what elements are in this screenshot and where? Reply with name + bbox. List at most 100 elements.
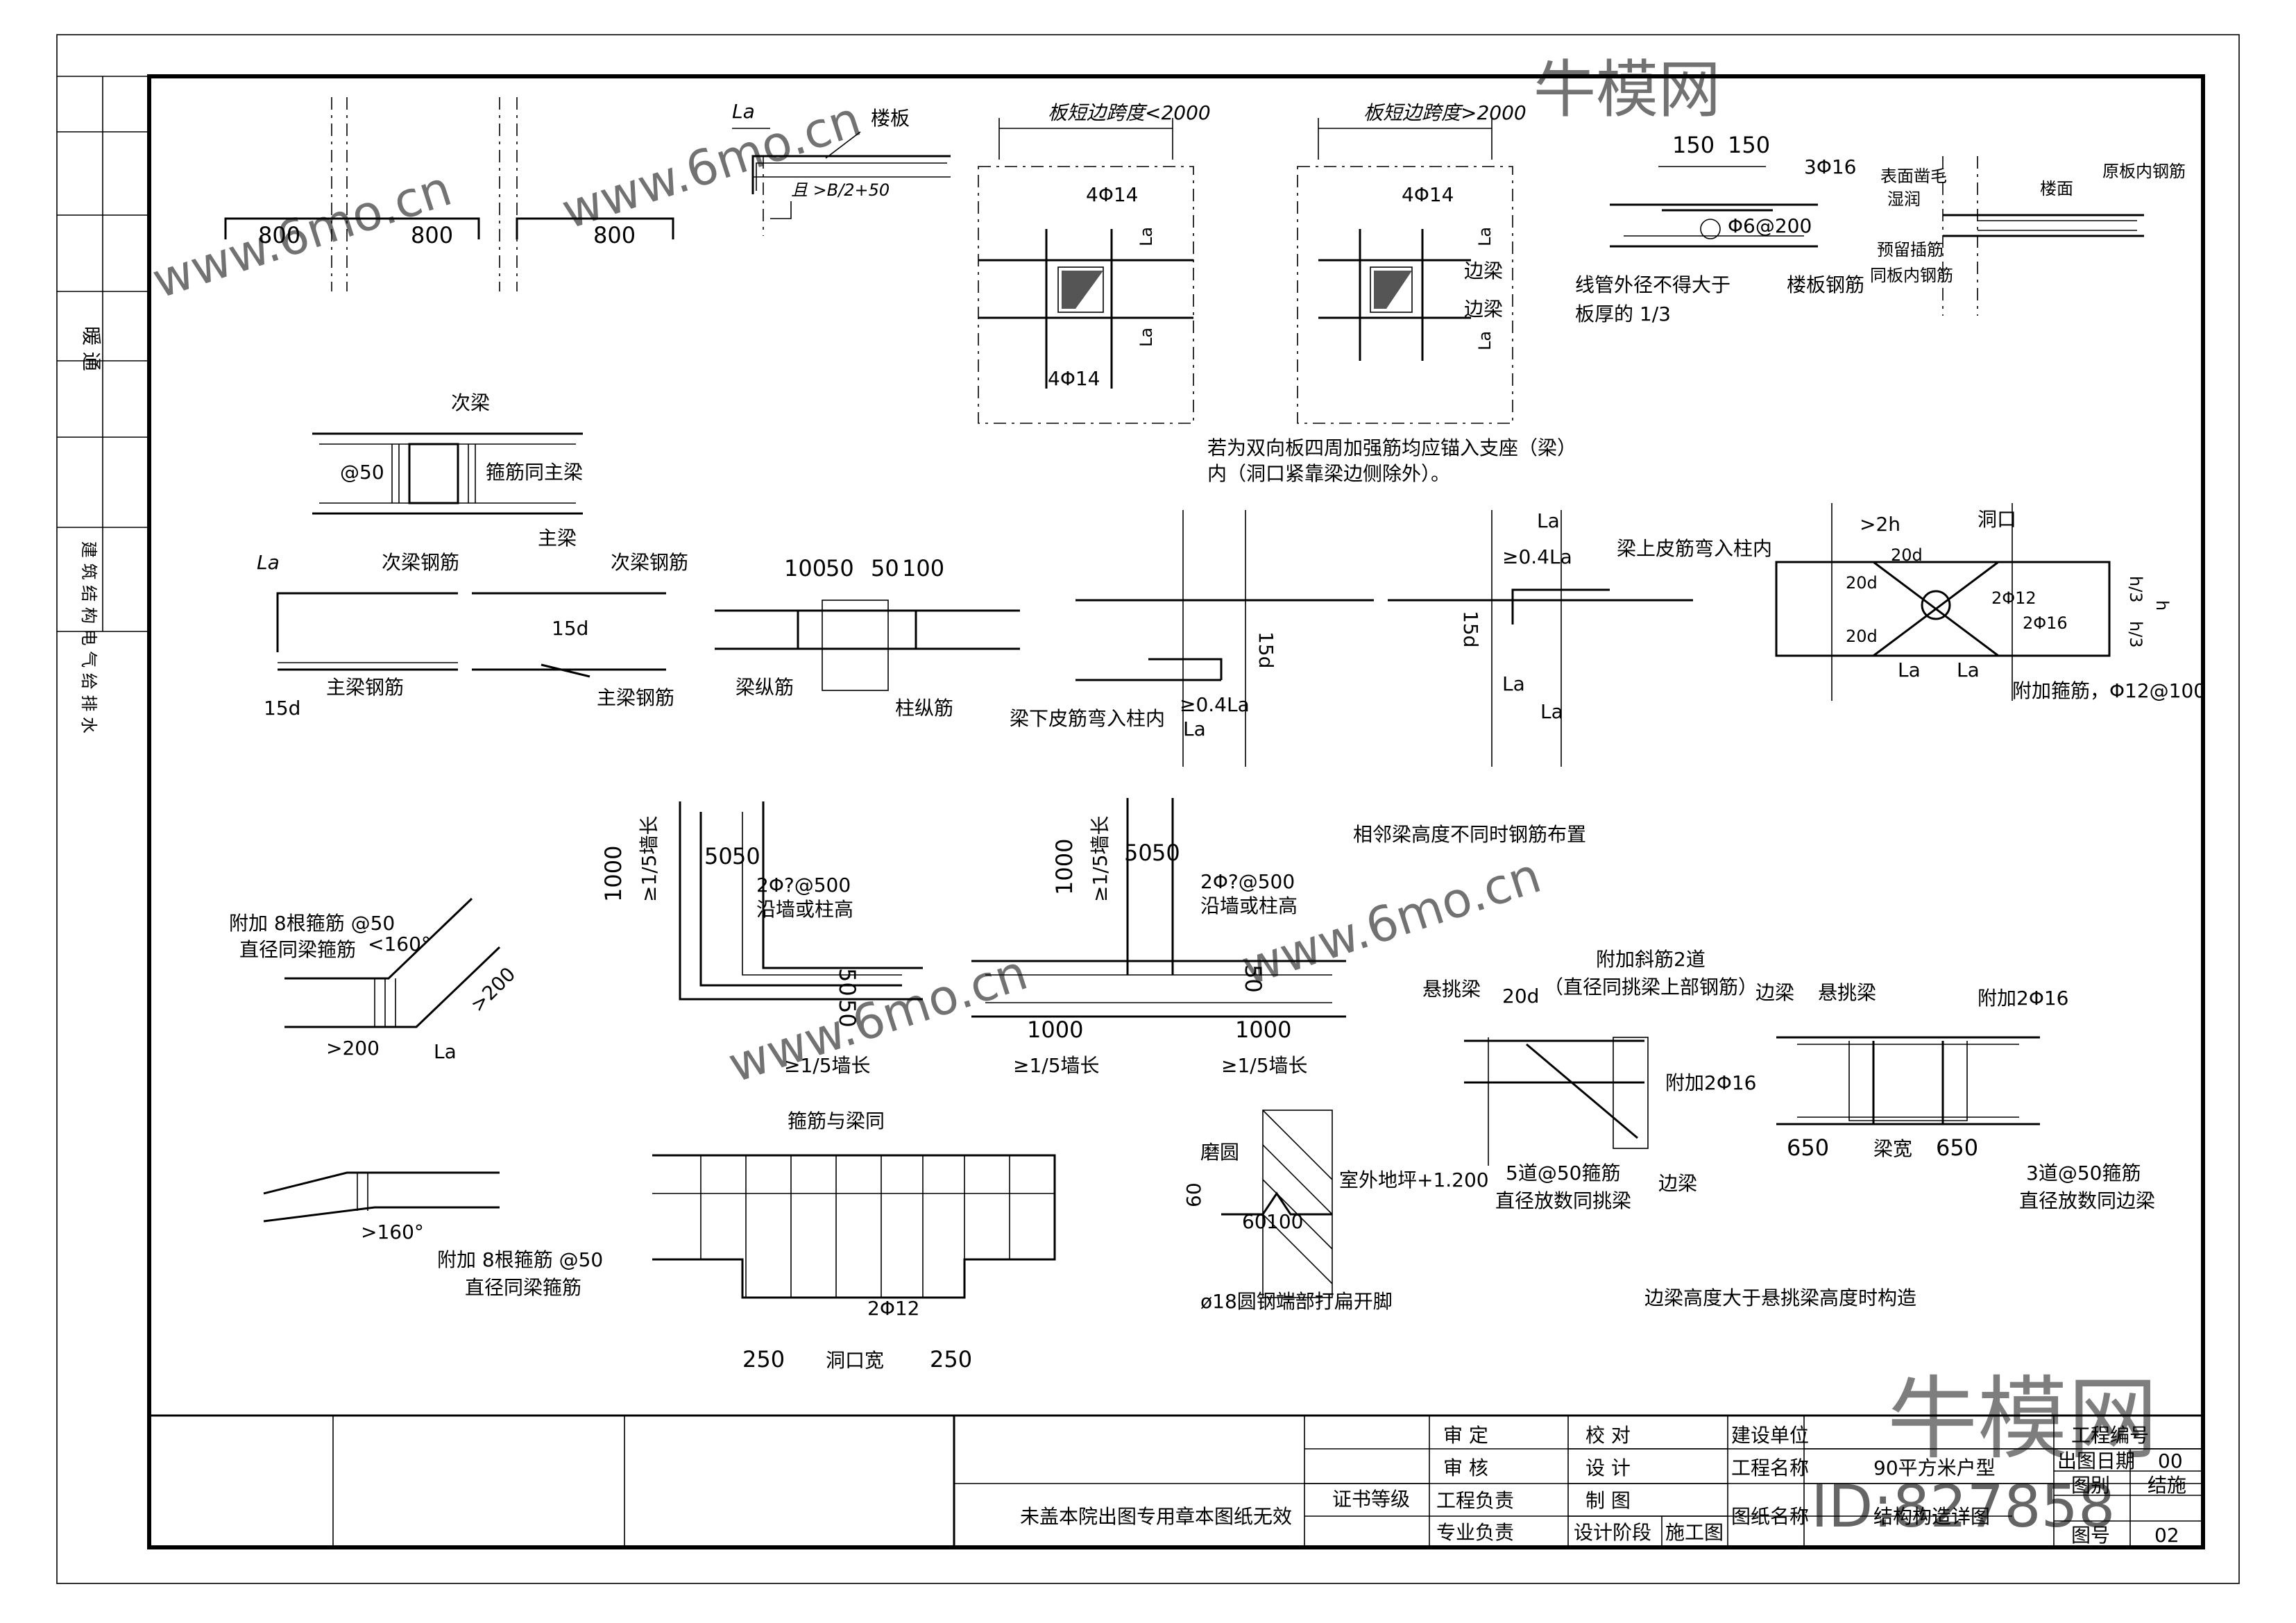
label-dia-edge: 直径放数同边梁 xyxy=(2019,1189,2155,1212)
detail-slab-drop: 箍筋与梁同 2Φ12 250 洞口宽 250 xyxy=(652,1110,1056,1373)
detail-cantilever: 悬挑梁 20d 附加斜筋2道 （直径同挑梁上部钢筋） 附加2Φ16 5道@50箍… xyxy=(1422,948,1758,1212)
watermark-brand: 牛模网 xyxy=(1533,53,1721,126)
label-add-2phi16: 附加2Φ16 xyxy=(1665,1071,1756,1094)
label-add-stirrup: 附加箍筋，Φ12@100 xyxy=(2012,679,2206,702)
label-add-stirrups: 附加 8根箍筋 @50 xyxy=(229,912,395,935)
left-strip: 暖 通 建 筑 结 构 电 气 给 排 水 xyxy=(57,76,149,733)
detail-cantilever-2: 边梁 悬挑梁 附加2Φ16 650 梁宽 650 3道@50箍筋 直径放数同边梁… xyxy=(1644,981,2155,1309)
dim-60-a: 60 xyxy=(1182,1182,1205,1207)
label-edge-beam: 边梁 xyxy=(1658,1172,1697,1195)
note-opening-1: 若为双向板四周加强筋均应锚入支座（梁） xyxy=(1207,436,1576,459)
tb-discipline-lead: 专业负责 xyxy=(1436,1521,1514,1544)
label-04la-a: ≥0.4La xyxy=(1180,693,1250,716)
label-20d-a: 20d xyxy=(1891,545,1923,565)
label-edge-2b: 边梁 xyxy=(1755,981,1794,1004)
inner-frame xyxy=(147,74,2205,1549)
tb-design: 设 计 xyxy=(1585,1456,1631,1479)
detail-beam-800: 800 800 800 xyxy=(224,97,674,291)
note-opening-2: 内（洞口紧靠梁边侧除外）。 xyxy=(1207,462,1450,485)
detail-beam-anchor: La 次梁钢筋 主梁钢筋 15d 次梁钢筋 15d 主梁钢筋 xyxy=(257,551,688,720)
label-20d-c: 20d xyxy=(1846,627,1878,646)
label-la-5: La xyxy=(257,551,280,574)
dim-50-a: 50 xyxy=(826,555,854,581)
label-la-12: La xyxy=(434,1040,457,1063)
strip-warm-label: 暖 通 xyxy=(80,326,103,371)
bar-top: 4Φ14 xyxy=(1086,183,1138,206)
notice-stamp: 未盖本院出图专用章本图纸无效 xyxy=(1020,1505,1292,1528)
label-min-wall-b: ≥1/5墙长 xyxy=(784,1054,871,1077)
dim-50-b: 50 xyxy=(871,555,899,581)
label-15d-a: 15d xyxy=(264,697,300,720)
dim-50-h: 50 xyxy=(1152,840,1180,866)
label-min-wall-d: ≥1/5墙长 xyxy=(1013,1054,1100,1077)
label-la-3: La xyxy=(1475,227,1495,246)
note-join-2: 湿润 xyxy=(1887,189,1921,209)
label-5-stirrups: 5道@50箍筋 xyxy=(1506,1162,1620,1184)
label-main-beam: 主梁 xyxy=(538,527,577,550)
label-la-8: La xyxy=(1502,672,1525,695)
label-sec-bar-2: 次梁钢筋 xyxy=(611,551,688,574)
label-h: h xyxy=(2152,600,2172,611)
label-la-10: La xyxy=(1898,658,1921,681)
label-15d-c: 15d xyxy=(1255,631,1277,668)
label-dia-cant-2: 直径放数同挑梁 xyxy=(1495,1189,1631,1212)
label-stirrup-same: 箍筋与梁同 xyxy=(788,1110,885,1132)
note-join-1: 表面凿毛 xyxy=(1880,167,1947,186)
tb-project-label: 工程名称 xyxy=(1731,1456,1809,1479)
label-ring: 磨圆 xyxy=(1200,1141,1239,1164)
label-cantilever-2: 悬挑梁 xyxy=(1818,981,1876,1004)
detail-slab-anchor: La 楼板 且 >B/2+50 xyxy=(732,100,951,236)
tb-approve: 审 定 xyxy=(1443,1424,1488,1447)
label-grade: 室外地坪+1.200 xyxy=(1339,1169,1489,1191)
label-3-stirrups: 3道@50箍筋 xyxy=(2026,1162,2141,1184)
detail-scupper: 磨圆 室外地坪+1.200 60 60 100 ø18圆钢端部打扁开脚 xyxy=(1182,1110,1489,1313)
label-main-bar-2: 主梁钢筋 xyxy=(597,686,674,709)
tb-draw: 制 图 xyxy=(1585,1489,1631,1512)
dim-1000-b: 1000 xyxy=(1051,839,1078,895)
label-round-bar: ø18圆钢端部打扁开脚 xyxy=(1200,1290,1393,1313)
label-add-2phi16-b: 附加2Φ16 xyxy=(1978,987,2068,1010)
dim-250-a: 250 xyxy=(742,1346,785,1373)
label-along-wall-b: 沿墙或柱高 xyxy=(1200,894,1298,917)
tb-stage: 设计阶段 xyxy=(1574,1521,1651,1544)
label-la-11: La xyxy=(1957,658,1980,681)
tb-proj-no: 工程编号 xyxy=(2071,1424,2149,1447)
label-2h: >2h xyxy=(1860,513,1900,536)
dim-100-a: 100 xyxy=(784,555,826,581)
bar-bot: 4Φ14 xyxy=(1048,367,1100,390)
tb-no-val: 02 xyxy=(2154,1524,2179,1547)
label-main-bar: 主梁钢筋 xyxy=(326,676,404,699)
label-bot-bar-bend: 梁下皮筋弯入柱内 xyxy=(1010,707,1165,730)
label-h3-a: h/3 xyxy=(2126,576,2145,603)
stirrup-phi6: Φ6@200 xyxy=(1728,214,1812,237)
label-hole: 洞口 xyxy=(1978,508,2016,531)
label-cantilever: 悬挑梁 xyxy=(1422,978,1481,1001)
label-stirrup-main: 箍筋同主梁 xyxy=(486,461,583,484)
label-slab-bar: 楼板钢筋 xyxy=(1787,273,1864,296)
label-15d-d: 15d xyxy=(1459,611,1482,647)
tb-date-label: 出图日期 xyxy=(2057,1450,2135,1472)
label-la: La xyxy=(732,100,755,123)
dim-800-a: 800 xyxy=(258,222,300,248)
label-min-wall-a: ≥1/5墙长 xyxy=(638,815,661,902)
label-col-long-bar: 柱纵筋 xyxy=(895,697,953,720)
dim-50-c: 50 xyxy=(704,843,733,869)
watermark-brand-large: 牛模网 xyxy=(1887,1366,2158,1472)
label-min-wall-c: ≥1/5墙长 xyxy=(1089,815,1112,902)
label-bar-2phi-500: 2Φ?@500 xyxy=(756,874,851,897)
detail-slab-join: 表面凿毛 湿润 预留插筋 同板内钢筋 楼面 原板内钢筋 xyxy=(1870,156,2186,316)
outer-border xyxy=(56,34,2240,1584)
title-opening-long: 板短边跨度>2000 xyxy=(1363,101,1527,124)
label-top-bar-bend: 梁上皮筋弯入柱内 xyxy=(1617,537,1772,560)
watermark-site-3: www.6mo.cn xyxy=(722,944,1034,1094)
dim-50-d: 50 xyxy=(732,843,760,869)
tb-proj-lead: 工程负责 xyxy=(1436,1489,1514,1512)
label-spacing-50: @50 xyxy=(340,461,384,484)
dim-650-b: 650 xyxy=(1936,1135,1978,1161)
label-floor: 楼面 xyxy=(2040,179,2073,198)
detail-wall-corner-t: 1000 ≥1/5墙长 50 50 2Φ?@500 沿墙或柱高 50 1000 … xyxy=(971,798,1346,1077)
label-slab: 楼板 xyxy=(871,107,910,130)
dim-1000-a: 1000 xyxy=(600,846,627,902)
tb-check: 校 对 xyxy=(1585,1424,1631,1447)
label-20d-d: 20d xyxy=(1502,985,1539,1008)
